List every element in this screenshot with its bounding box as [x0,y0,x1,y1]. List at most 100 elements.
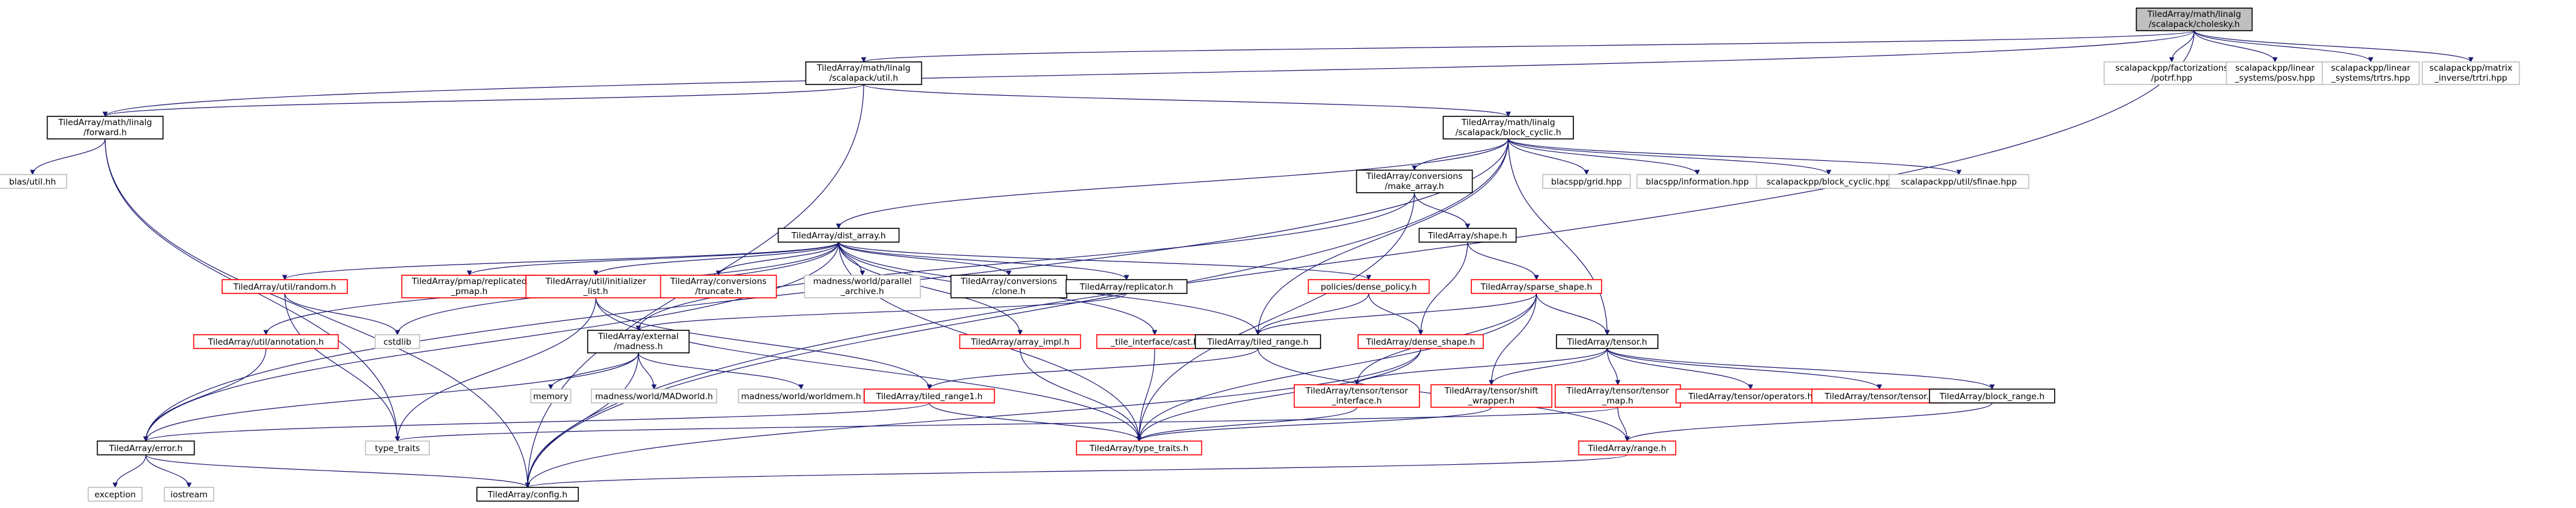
node-tensor[interactable]: TiledArray/tensor.h [1556,334,1659,349]
node-tensor-operators[interactable]: TiledArray/tensor/operators.h [1675,389,1826,404]
node-config[interactable]: TiledArray/config.h [476,487,579,502]
node-memory-box [530,389,571,404]
node-util[interactable]: TiledArray/math/linalg/scalapack/util.h [805,61,923,85]
node-parallel-archive-box [804,275,921,298]
edge-block-cyclic-to-tiled-range [1255,138,1509,335]
node-sparse-shape-label: TiledArray/sparse_shape.h [1480,282,1592,292]
node-sp-cxxblacs-box [1888,174,2030,189]
edge-array-impl-to-ta-type-traits [1020,348,1142,442]
node-util-random[interactable]: TiledArray/util/random.h [222,279,348,294]
node-tiled-range[interactable]: TiledArray/tiled_range.h [1195,334,1321,349]
node-tensor-interface-label: _interface.h [1331,396,1382,406]
node-shape[interactable]: TiledArray/shape.h [1418,228,1517,243]
edge-block-cyclic-to-dist-array [836,138,1509,229]
node-ext-madness[interactable]: TiledArray/external/madness.h [587,330,690,353]
node-tensor-shift-label: TiledArray/tensor/shift [1444,386,1538,396]
node-tensor-tensor[interactable]: TiledArray/tensor/tensor.h [1811,389,1948,404]
node-sp-cxxblacs-label: scalapackpp/util/sfinae.hpp [1901,177,2016,187]
edge-tensor-to-block-range [1607,348,1995,390]
edge-range-to-config [525,454,1628,488]
node-tensor-map[interactable]: TiledArray/tensor/tensor_map.h [1555,384,1681,408]
node-tensor-interface[interactable]: TiledArray/tensor/tensor_interface.h [1294,384,1420,408]
node-madworld-box [591,389,717,404]
node-ext-madness-label: /madness.h [614,342,663,352]
edge-initializer-list-to-type-traits-std [394,297,596,442]
node-block-range-label: TiledArray/block_range.h [1939,392,2045,402]
node-conv-truncate[interactable]: TiledArray/conversions/truncate.h [660,275,777,298]
edge-tensor-map-to-type-traits-std [395,407,1618,442]
node-tiled-range1[interactable]: TiledArray/tiled_range1.h [864,389,995,404]
node-tiled-range-box [1195,334,1321,349]
node-config-label: TiledArray/config.h [487,490,567,500]
edge-forward-to-blas-util [29,138,106,175]
edge-ext-madness-to-error [143,352,639,442]
node-replicator[interactable]: TiledArray/replicator.h [1065,279,1188,294]
node-range[interactable]: TiledArray/range.h [1578,440,1677,455]
edge-tensor-to-tensor-interface [1354,348,1608,385]
edge-ext-madness-to-madworld [638,352,657,390]
node-cholesky-label: /scalapack/cholesky.h [2149,19,2240,29]
node-annotation-box [193,334,339,349]
node-potrf-box [2103,61,2240,85]
edge-shape-to-sparse-shape [1467,241,1540,280]
node-tensor-map-box [1555,384,1681,408]
node-range-label: TiledArray/range.h [1587,444,1666,454]
node-trtri-label: _inverse/trtri.hpp [2434,73,2507,83]
node-dense-shape[interactable]: TiledArray/dense_shape.h [1357,334,1484,349]
edge-initializer-list-to-tiled-range1 [595,297,933,390]
edge-dist-array-to-parallel-archive [838,241,866,276]
node-block-cyclic-label: TiledArray/math/linalg [1461,118,1555,128]
node-cstdlib-box [374,334,421,349]
node-conv-clone[interactable]: TiledArray/conversions/clone.h [950,275,1068,298]
edge-tensor-to-tensor-shift [1488,348,1608,385]
node-initializer-list[interactable]: TiledArray/util/initializer_list.h [525,275,667,298]
node-sparse-shape[interactable]: TiledArray/sparse_shape.h [1471,279,1602,294]
node-trtri-box [2421,61,2520,85]
node-dense-shape-label: TiledArray/dense_shape.h [1366,337,1475,347]
node-forward-label: /forward.h [83,128,126,138]
node-dense-shape-box [1357,334,1484,349]
node-dense-policy-label: policies/dense_policy.h [1321,282,1417,292]
node-ta-type-traits[interactable]: TiledArray/type_traits.h [1076,440,1202,455]
node-error-label: TiledArray/error.h [108,444,182,454]
node-blacspp-grid-label: blacspp/grid.hpp [1551,177,1622,187]
node-replicator-box [1065,279,1188,294]
node-blacspp-info-label: blacspp/information.hpp [1646,177,1749,187]
edge-block-range-to-range [1624,402,1993,442]
node-error[interactable]: TiledArray/error.h [96,440,195,455]
edge-annotation-to-error [143,348,267,442]
edge-make-array-to-ta-type-traits [1136,192,1415,442]
node-block-cyclic[interactable]: TiledArray/math/linalg/scalapack/block_c… [1443,116,1574,140]
node-dist-array[interactable]: TiledArray/dist_array.h [777,228,900,243]
node-pmap-replicated[interactable]: TiledArray/pmap/replicated_pmap.h [401,275,538,298]
edge-dist-array-to-replicator [838,241,1130,280]
node-tiled-range1-label: TiledArray/tiled_range1.h [876,392,983,402]
node-block-cyclic-box [1443,116,1574,140]
node-block-range[interactable]: TiledArray/block_range.h [1929,389,2055,404]
node-array-impl[interactable]: TiledArray/array_impl.h [959,334,1081,349]
node-forward[interactable]: TiledArray/math/linalg/forward.h [46,116,164,140]
node-error-box [96,440,195,455]
node-make-array-label: TiledArray/conversions [1366,171,1463,181]
node-iostream-label: iostream [170,490,207,500]
node-cstdlib: cstdlib [374,334,421,349]
node-exception-box [88,487,143,502]
node-tensor-label: TiledArray/tensor.h [1567,337,1647,347]
node-sp-block-cyclic: scalapackpp/block_cyclic.hpp [1756,174,1902,189]
node-dense-policy[interactable]: policies/dense_policy.h [1307,279,1430,294]
node-cholesky[interactable]: TiledArray/math/linalg/scalapack/cholesk… [2135,8,2253,31]
node-tensor-shift[interactable]: TiledArray/tensor/shift_wrapper.h [1430,384,1553,408]
node-forward-label: TiledArray/math/linalg [58,118,152,128]
node-ta-type-traits-box [1076,440,1202,455]
node-annotation[interactable]: TiledArray/util/annotation.h [193,334,339,349]
node-tile-interface-cast[interactable]: _tile_interface/cast.h [1096,334,1214,349]
node-util-box [805,61,923,85]
node-potrf-label: scalapackpp/factorizations [2115,63,2228,73]
node-dist-array-label: TiledArray/dist_array.h [791,231,886,241]
node-pmap-replicated-label: TiledArray/pmap/replicated [411,277,527,287]
node-make-array[interactable]: TiledArray/conversions/make_array.h [1356,170,1473,193]
node-conv-clone-label: TiledArray/conversions [960,277,1057,287]
node-memory: memory [530,389,571,404]
edge-tiled-range1-to-ta-type-traits [929,402,1142,442]
edge-tensor-to-tensor-map [1607,348,1621,385]
